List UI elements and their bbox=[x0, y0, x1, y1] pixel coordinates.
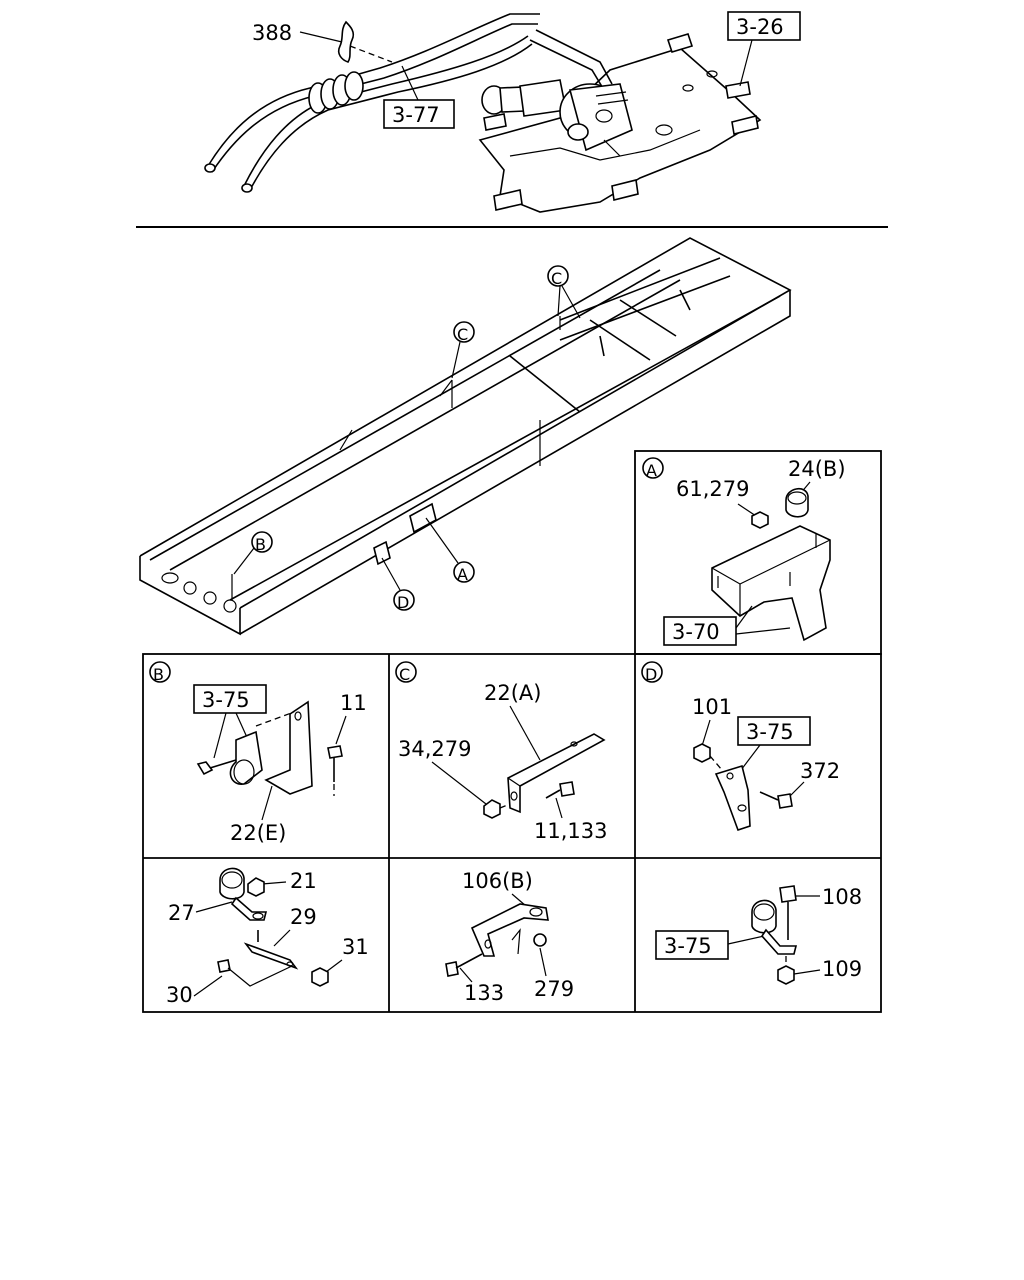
label-372: 372 bbox=[800, 759, 840, 783]
label-34-279: 34,279 bbox=[398, 737, 471, 761]
panel-b-ref: 3-75 bbox=[202, 688, 250, 712]
label-11-b: 11 bbox=[340, 691, 367, 715]
panel-g-ref: 3-75 bbox=[664, 934, 712, 958]
label-133: 133 bbox=[464, 981, 504, 1005]
callout-d bbox=[393, 589, 415, 611]
panel-a-letter: A bbox=[646, 461, 657, 480]
panel-d-ref: 3-75 bbox=[746, 720, 794, 744]
panel-b: B 3-75 11 22(E) bbox=[149, 661, 367, 845]
panel-b-letter: B bbox=[153, 665, 164, 684]
pump-assembly bbox=[481, 79, 633, 157]
panel-d: D 101 3-75 372 bbox=[641, 661, 840, 832]
callout-c-right-letter: C bbox=[551, 269, 562, 288]
label-388: 388 bbox=[252, 21, 292, 45]
panel-g-ref-box bbox=[655, 930, 729, 960]
ref-3-77: 3-77 bbox=[392, 103, 440, 127]
panel-b-ref-box bbox=[193, 684, 267, 714]
panel-c-letter: C bbox=[399, 665, 410, 684]
panel-g: 108 3-75 109 bbox=[655, 885, 862, 985]
label-22e: 22(E) bbox=[230, 821, 286, 845]
label-30: 30 bbox=[166, 983, 193, 1007]
tie-388 bbox=[337, 20, 355, 63]
label-108: 108 bbox=[822, 885, 862, 909]
callout-d-letter: D bbox=[397, 593, 409, 612]
label-27: 27 bbox=[168, 901, 195, 925]
label-21: 21 bbox=[290, 869, 317, 893]
label-11-133: 11,133 bbox=[534, 819, 607, 843]
label-22a: 22(A) bbox=[484, 681, 541, 705]
callout-c-left bbox=[453, 321, 475, 343]
panel-a-ref-box bbox=[663, 616, 737, 646]
chassis-frame: C C A B D bbox=[139, 237, 792, 636]
callout-b bbox=[251, 531, 273, 553]
detail-panels bbox=[142, 450, 882, 1013]
panel-a-ref: 3-70 bbox=[672, 620, 720, 644]
label-24b: 24(B) bbox=[788, 457, 846, 481]
panel-f: 106(B) 133 279 bbox=[445, 869, 574, 1005]
panel-c: C 22(A) 34,279 11,133 bbox=[395, 661, 607, 843]
panel-d-letter: D bbox=[645, 665, 657, 684]
ref-3-26: 3-26 bbox=[736, 15, 784, 39]
panel-e: 21 27 29 31 30 bbox=[166, 867, 369, 1007]
callout-b-letter: B bbox=[255, 535, 266, 554]
panel-d-ref-box bbox=[737, 716, 811, 746]
label-109: 109 bbox=[822, 957, 862, 981]
callout-a-letter: A bbox=[457, 565, 468, 584]
top-assembly: 388 3-77 3-26 bbox=[204, 11, 801, 213]
callout-c-right bbox=[547, 265, 569, 287]
label-29: 29 bbox=[290, 905, 317, 929]
hose-sleeve bbox=[308, 71, 364, 114]
ref-box-3-26 bbox=[727, 11, 801, 41]
callout-a bbox=[453, 561, 475, 583]
ref-box-3-77 bbox=[383, 99, 455, 129]
label-279: 279 bbox=[534, 977, 574, 1001]
label-106b: 106(B) bbox=[462, 869, 533, 893]
callout-c-left-letter: C bbox=[457, 325, 468, 344]
label-31: 31 bbox=[342, 935, 369, 959]
label-101: 101 bbox=[692, 695, 732, 719]
label-61-279: 61,279 bbox=[676, 477, 749, 501]
panel-a: A 61,279 24(B) 3-70 bbox=[642, 457, 846, 646]
